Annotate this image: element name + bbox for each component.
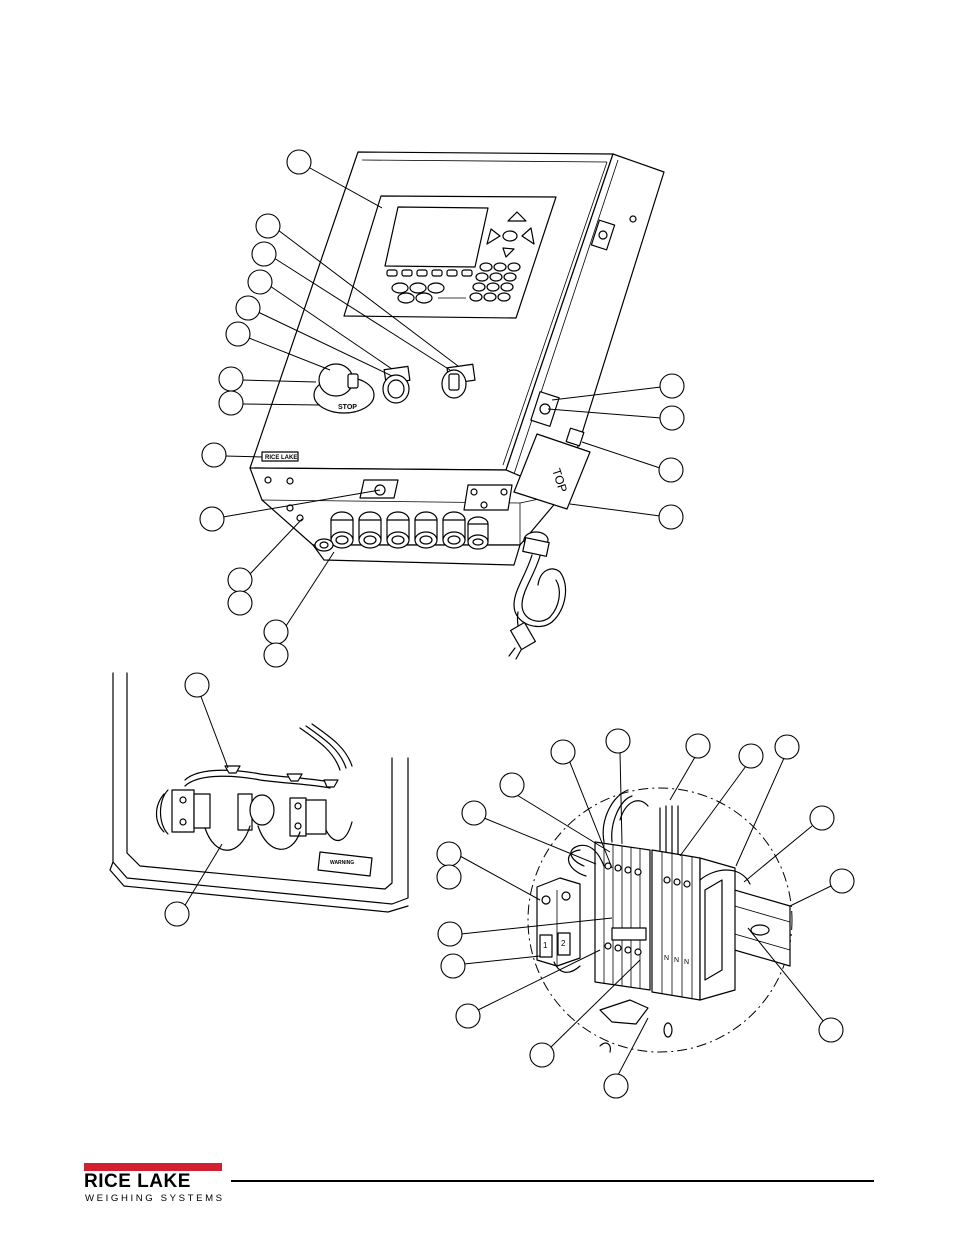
breaker-number-1: 1 <box>543 941 548 950</box>
logo-wordmark: RICE LAKE <box>84 1172 191 1192</box>
page-footer: RICE LAKE WEIGHING SYSTEMS <box>84 1163 874 1209</box>
warning-label-text: WARNING <box>330 860 354 866</box>
enclosure-view: TOP <box>250 152 664 659</box>
cable-glands <box>315 512 488 551</box>
terminal-blocks-right: N N N <box>652 850 735 1000</box>
terminal-detail-view: 1 2 <box>528 788 792 1052</box>
terminal-n-1: N <box>664 955 669 962</box>
footer-rule <box>231 1180 874 1182</box>
hmi-screen <box>385 207 488 267</box>
logo-tagline: WEIGHING SYSTEMS <box>85 1193 225 1204</box>
pilot-light <box>383 366 410 403</box>
breaker-number-2: 2 <box>561 939 566 948</box>
logo-bar <box>84 1163 222 1171</box>
terminal-n-3: N <box>684 959 689 966</box>
door-interior-view: WARNING <box>110 673 408 912</box>
estop-text: STOP <box>338 404 357 411</box>
terminal-n-2: N <box>674 957 679 964</box>
brand-plate-text: RICE LAKE <box>265 455 297 461</box>
